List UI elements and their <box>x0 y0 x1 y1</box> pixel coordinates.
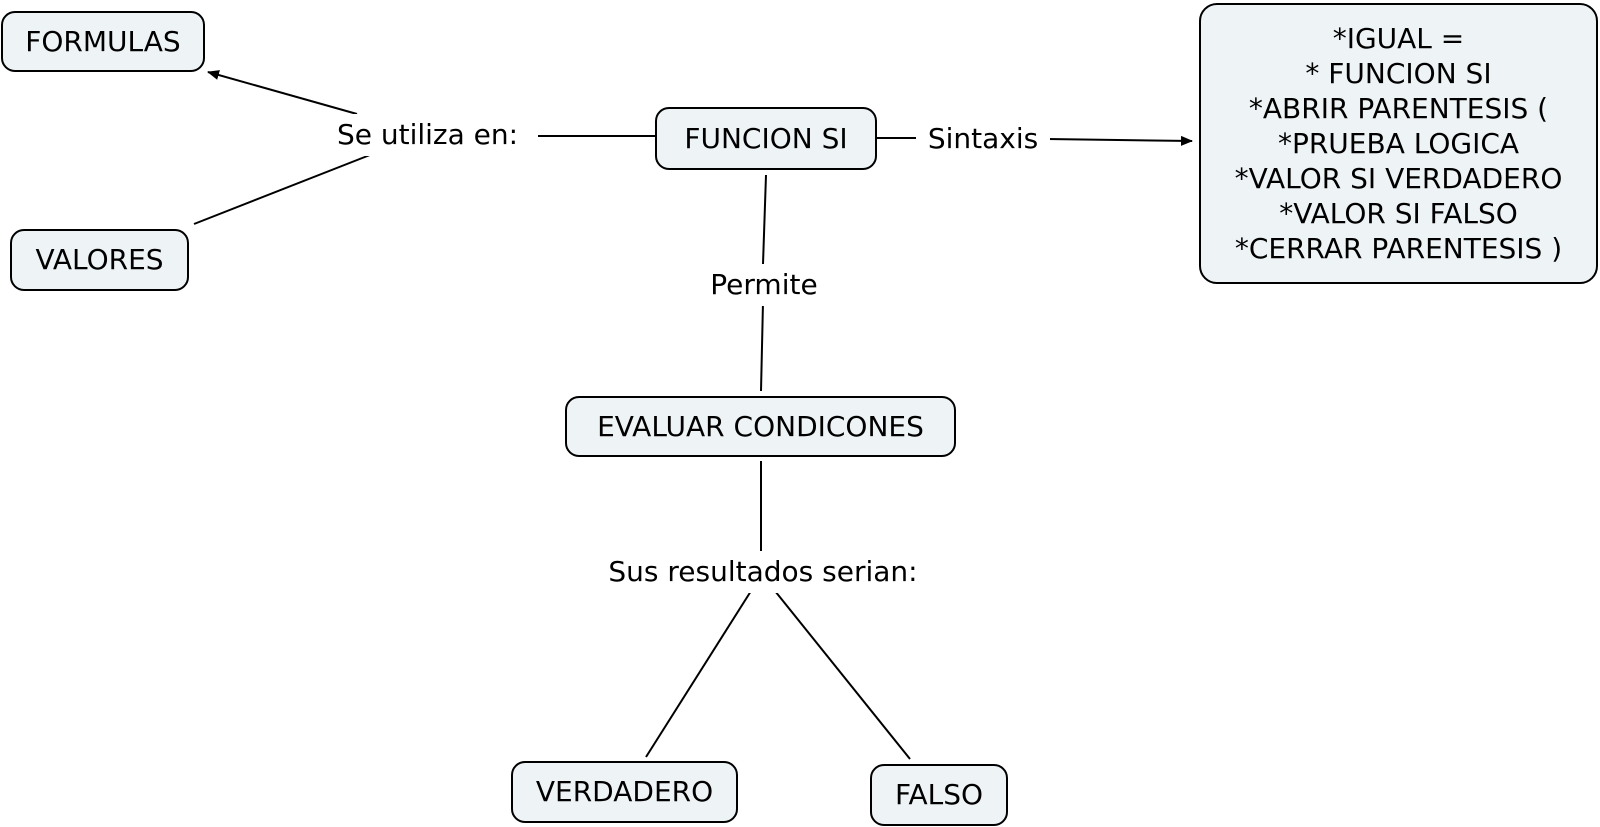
node-valores: VALORES <box>10 229 189 291</box>
line-permite-to-evaluar <box>760 301 764 392</box>
node-verdadero: VERDADERO <box>511 761 738 823</box>
link-label-se-utiliza: Se utiliza en: <box>317 114 538 156</box>
syntax-line-3: *ABRIR PARENTESIS ( <box>1248 92 1549 125</box>
syntax-line-1: *IGUAL = <box>1332 22 1465 55</box>
line-sintaxis-to-box <box>1046 135 1193 146</box>
node-formulas: FORMULAS <box>1 11 205 72</box>
syntax-line-2: * FUNCION SI <box>1305 57 1492 90</box>
link-label-permite: Permite <box>700 264 828 306</box>
line-funcion-to-permite <box>762 174 767 265</box>
syntax-line-6: *VALOR SI FALSO <box>1279 197 1518 230</box>
link-label-sintaxis: Sintaxis <box>916 118 1050 160</box>
syntax-line-5: *VALOR SI VERDADERO <box>1234 162 1563 195</box>
node-funcion-si: FUNCION SI <box>655 107 877 170</box>
syntax-line-4: *PRUEBA LOGICA <box>1277 127 1520 160</box>
line-resultados-to-falso <box>774 590 911 760</box>
node-falso: FALSO <box>870 764 1008 826</box>
line-label-to-formulas <box>207 70 358 115</box>
syntax-line-7: *CERRAR PARENTESIS ) <box>1234 232 1563 265</box>
line-valores-to-label <box>193 152 376 225</box>
link-label-resultados: Sus resultados serian: <box>593 551 933 593</box>
node-evaluar-condiciones: EVALUAR CONDICONES <box>565 396 956 457</box>
line-resultados-to-verdadero <box>645 590 752 758</box>
node-sintaxis-details: *IGUAL = * FUNCION SI *ABRIR PARENTESIS … <box>1199 3 1598 284</box>
